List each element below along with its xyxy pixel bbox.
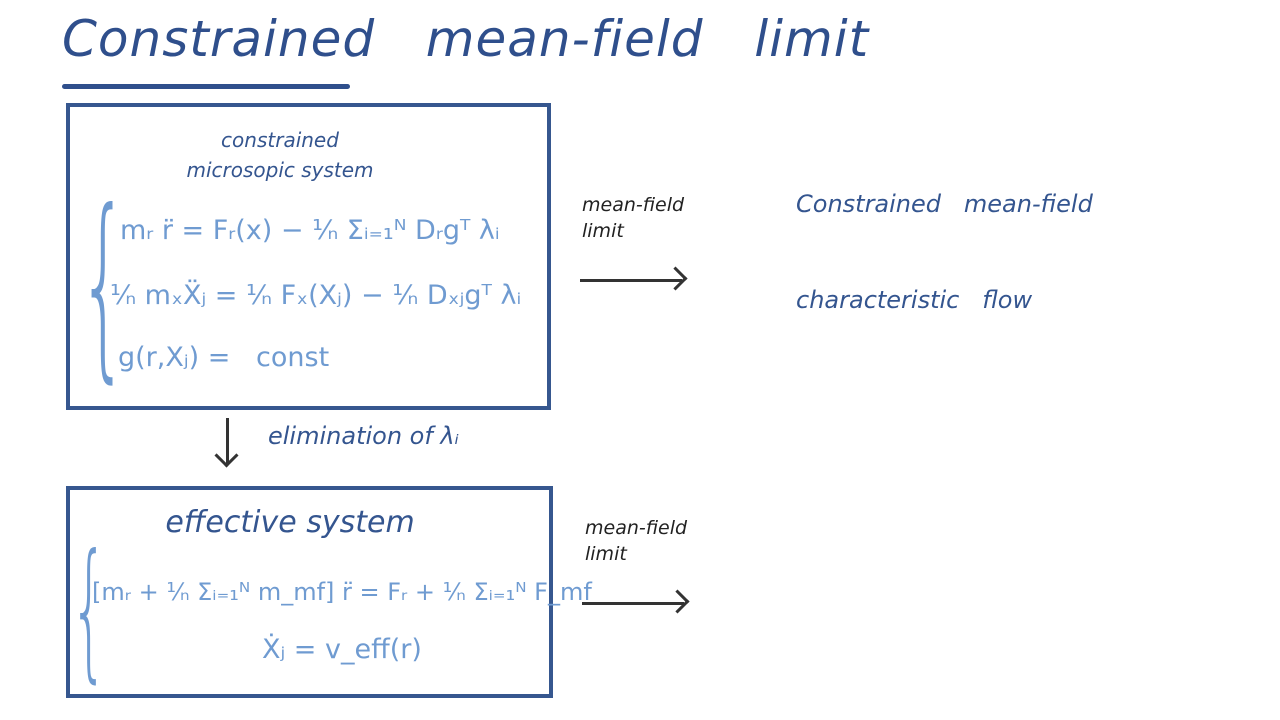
arrow-label-1: mean-field limit <box>582 192 684 244</box>
result-line: Constrained mean-field <box>796 190 1093 218</box>
right-arrow-icon <box>580 279 682 282</box>
arrow-label-2: mean-field limit <box>585 515 687 567</box>
result-label: Constrained mean-field characteristic fl… <box>796 124 1093 348</box>
effective-equation-2: Ẋⱼ = v_eff(r) <box>262 634 422 665</box>
effective-system-box <box>66 486 553 698</box>
equation-2: ¹⁄ₙ mₓẌⱼ = ¹⁄ₙ Fₓ(Xⱼ) − ¹⁄ₙ Dₓⱼgᵀ λᵢ <box>110 280 522 311</box>
right-arrow-icon <box>582 602 684 605</box>
constrained-system-box <box>66 103 551 410</box>
title-underline <box>62 84 350 89</box>
elimination-label: elimination of λᵢ <box>268 422 459 450</box>
page-title: Constrained mean-field limit <box>62 10 870 68</box>
label-line: limit <box>585 543 627 565</box>
down-arrow-icon <box>226 418 229 464</box>
result-line: characteristic flow <box>796 286 1033 314</box>
effective-equation-1: [mᵣ + ¹⁄ₙ Σᵢ₌₁ᴺ m_mf] r̈ = Fᵣ + ¹⁄ₙ Σᵢ₌₁… <box>92 578 592 606</box>
brace-icon: { <box>70 523 109 697</box>
heading-line: constrained <box>221 128 339 152</box>
constrained-system-heading: constrained microsopic system <box>150 125 410 185</box>
brace-icon: { <box>78 168 129 401</box>
label-line: mean-field <box>582 194 685 216</box>
equation-1: mᵣ r̈ = Fᵣ(x) − ¹⁄ₙ Σᵢ₌₁ᴺ Dᵣgᵀ λᵢ <box>120 215 500 246</box>
effective-system-heading: effective system <box>165 505 415 540</box>
label-line: limit <box>582 220 624 242</box>
equation-3: g(r,Xⱼ) = const <box>118 342 330 373</box>
label-line: mean-field <box>585 517 688 539</box>
heading-line: microsopic system <box>186 158 374 182</box>
